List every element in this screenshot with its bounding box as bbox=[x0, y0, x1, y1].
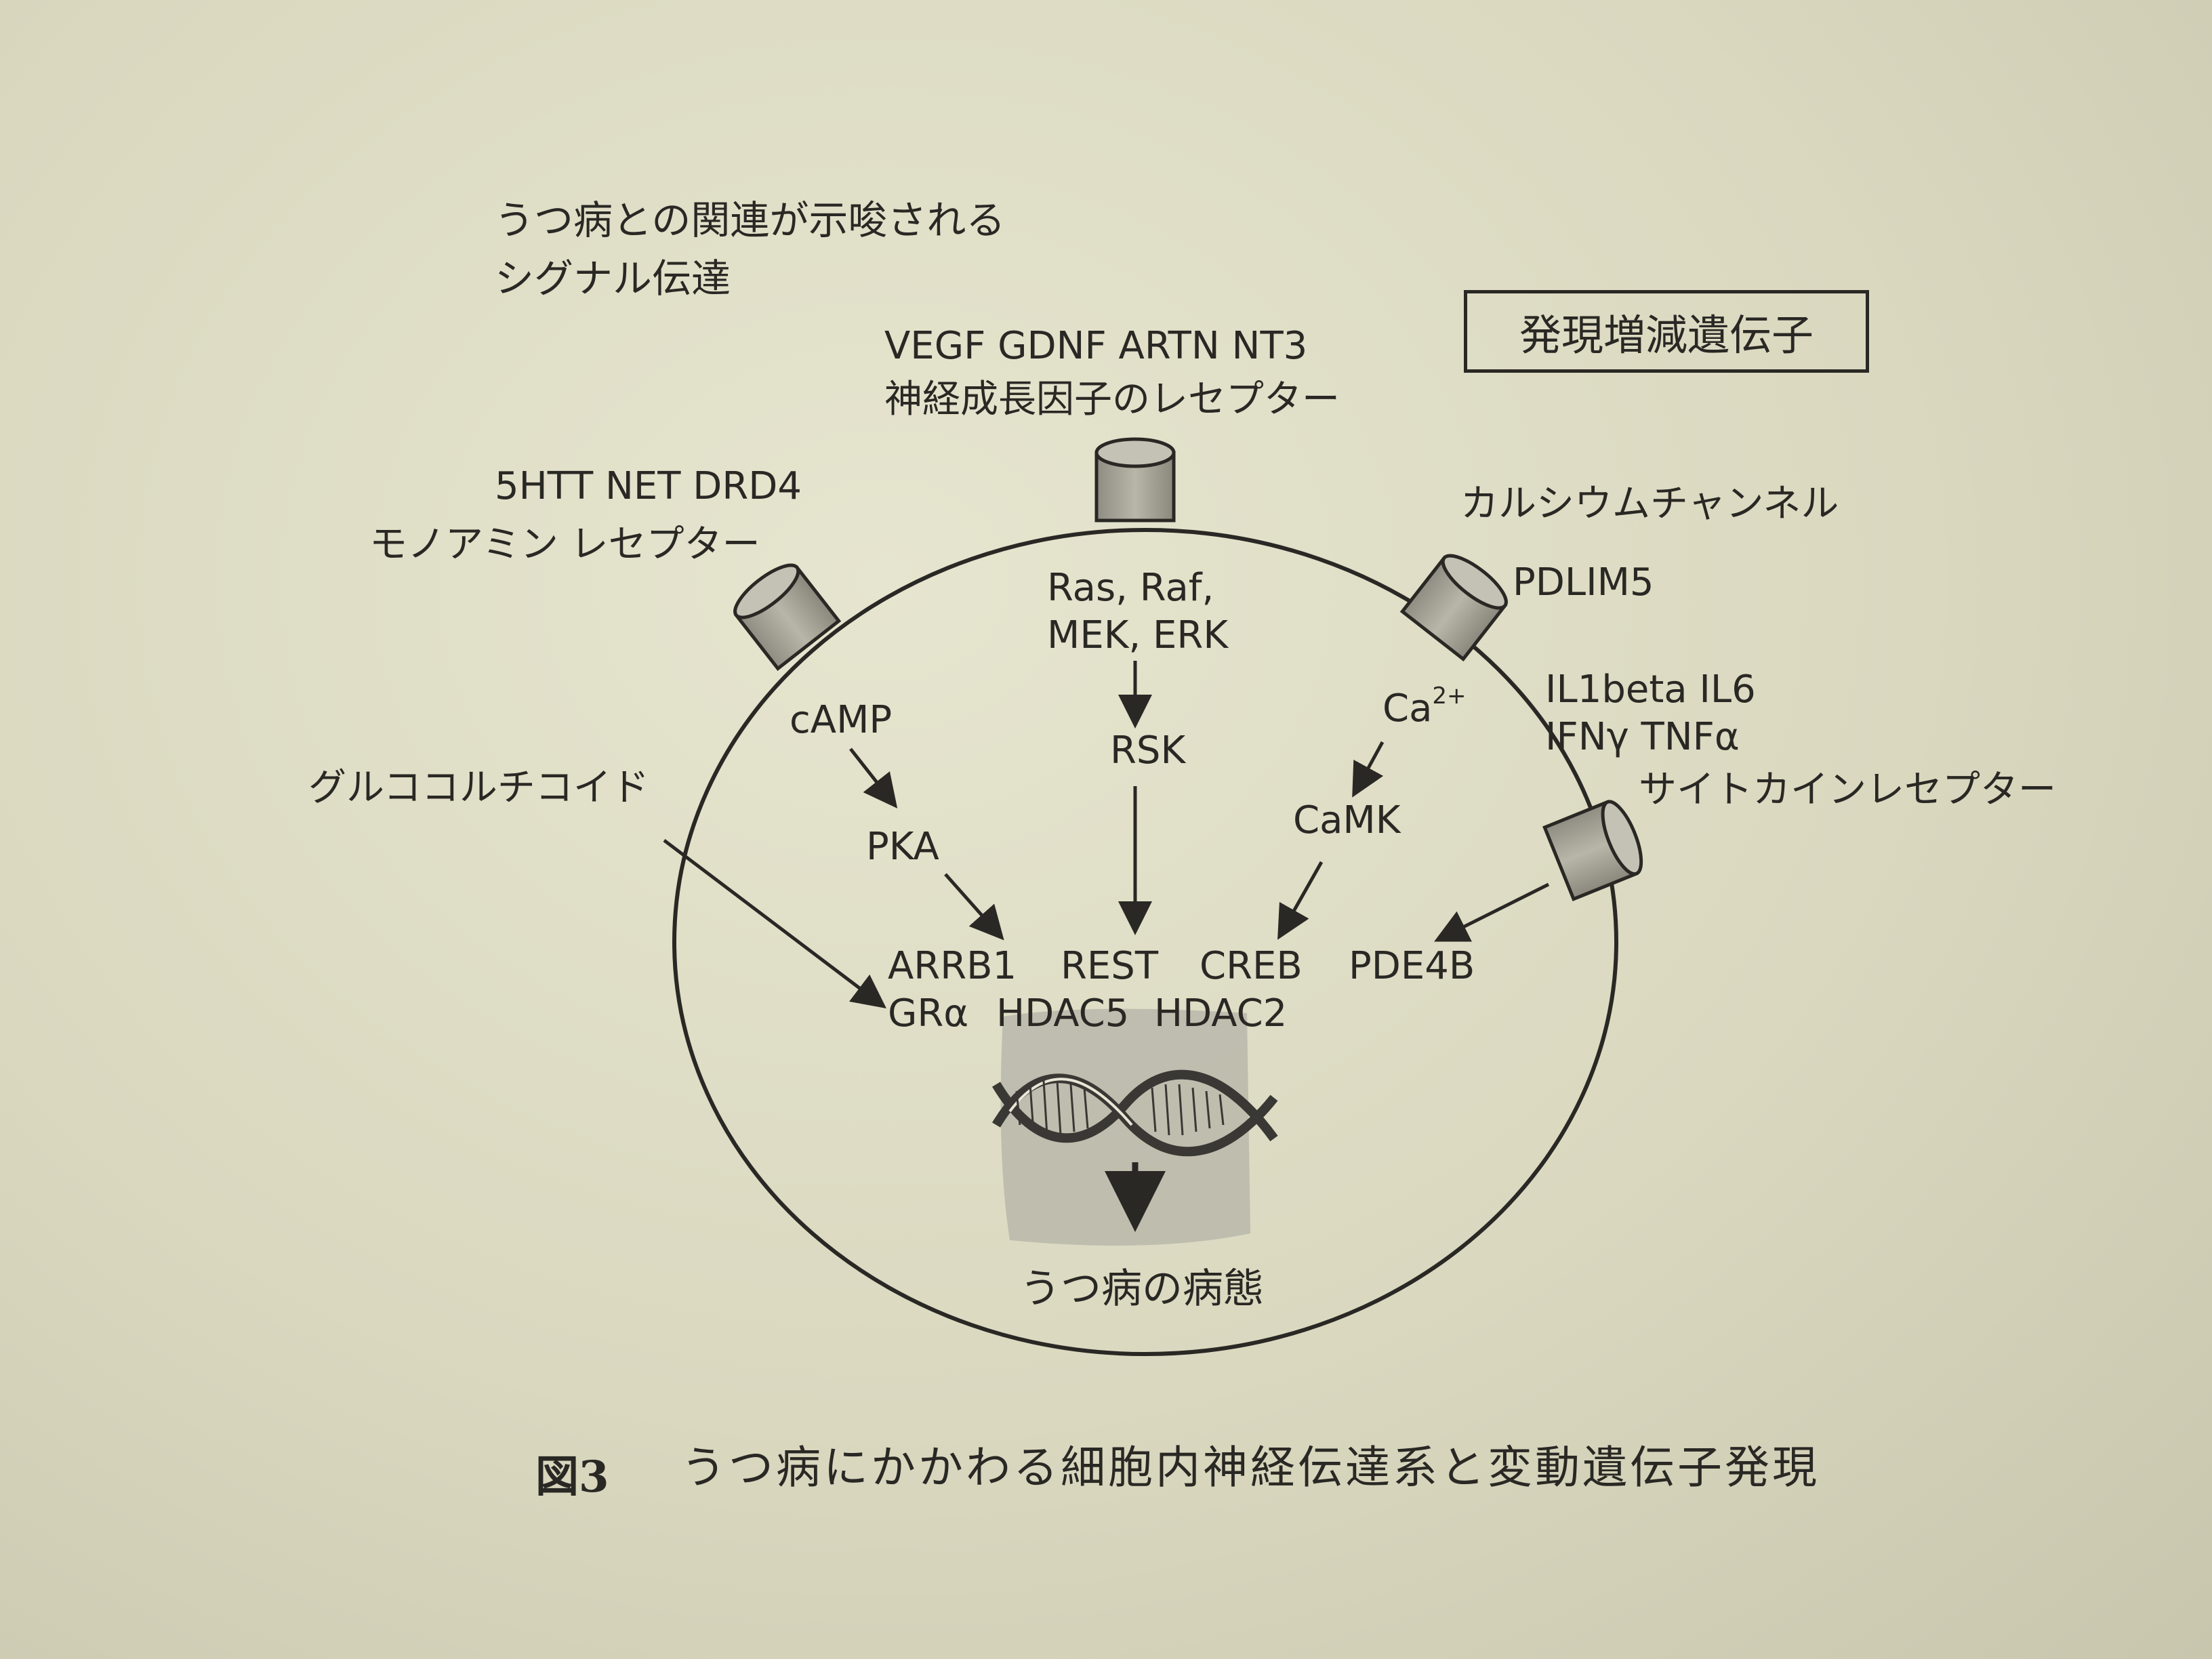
diagram-title-line1: うつ病との関連が示唆される bbox=[495, 197, 1006, 243]
calcium-channel-gene: PDLIM5 bbox=[1513, 560, 1654, 605]
camk-label: CaMK bbox=[1293, 798, 1401, 842]
monoamine-genes: 5HTT NET DRD4 bbox=[495, 464, 802, 508]
growth-factor-receptor-label: 神経成長因子のレセプター bbox=[884, 377, 1340, 422]
arrb1-label: ARRB1 bbox=[888, 944, 1017, 988]
arrow-cytokine-to-pde4b bbox=[1434, 882, 1550, 942]
cell-membrane bbox=[672, 528, 1618, 1356]
growth-factor-receptor-icon bbox=[1094, 437, 1176, 523]
glucocorticoid-label: グルココルチコイド bbox=[308, 766, 649, 810]
gra-label: GRα bbox=[888, 991, 969, 1036]
figure-caption: うつ病にかかわる細胞内神経伝達系と変動遺伝子発現 bbox=[681, 1441, 1820, 1494]
dna-background bbox=[1000, 1008, 1250, 1246]
calcium-channel-label: カルシウムチャンネル bbox=[1460, 482, 1839, 526]
arrow-camk-to-creb bbox=[1277, 861, 1324, 940]
hdac5-label: HDAC5 bbox=[996, 991, 1130, 1036]
pde4b-label: PDE4B bbox=[1349, 944, 1475, 988]
legend-box: 発現増減遺伝子 bbox=[1464, 290, 1869, 373]
arrow-pka-to-arrb1 bbox=[944, 873, 1004, 941]
diagram-title-line2: シグナル伝達 bbox=[495, 255, 731, 302]
creb-label: CREB bbox=[1200, 944, 1303, 988]
mek-erk-label: MEK, ERK bbox=[1047, 613, 1229, 657]
outcome-label: うつ病の病態 bbox=[1020, 1265, 1264, 1313]
growth-factor-genes: VEGF GDNF ARTN NT3 bbox=[884, 324, 1308, 368]
ras-raf-label: Ras, Raf, bbox=[1047, 566, 1214, 610]
calcium-channel-icon bbox=[1399, 554, 1508, 662]
cytokine-genes-line2: IFNγ TNFα bbox=[1545, 715, 1740, 759]
rest-label: REST bbox=[1061, 944, 1159, 988]
pka-label: PKA bbox=[866, 825, 939, 869]
arrow-camp-to-pka bbox=[849, 747, 898, 808]
cytokine-receptor-label: サイトカインレセプター bbox=[1639, 768, 2056, 812]
dna-helix-icon bbox=[991, 1069, 1278, 1157]
cytokine-receptor-icon bbox=[1542, 800, 1643, 901]
arrow-ca-to-camk bbox=[1352, 741, 1385, 798]
monoamine-receptor-icon bbox=[733, 563, 842, 672]
figure-number: 図3 bbox=[535, 1452, 609, 1502]
arrow-glucocorticoid-to-gra bbox=[663, 839, 886, 1009]
camp-label: cAMP bbox=[790, 698, 893, 742]
calcium-ion-label: Ca2+ bbox=[1382, 682, 1467, 731]
cytokine-genes-line1: IL1beta IL6 bbox=[1545, 668, 1756, 712]
hdac2-label: HDAC2 bbox=[1154, 991, 1288, 1036]
monoamine-receptor-label: モノアミン レセプター bbox=[369, 523, 760, 567]
rsk-label: RSK bbox=[1110, 729, 1186, 773]
